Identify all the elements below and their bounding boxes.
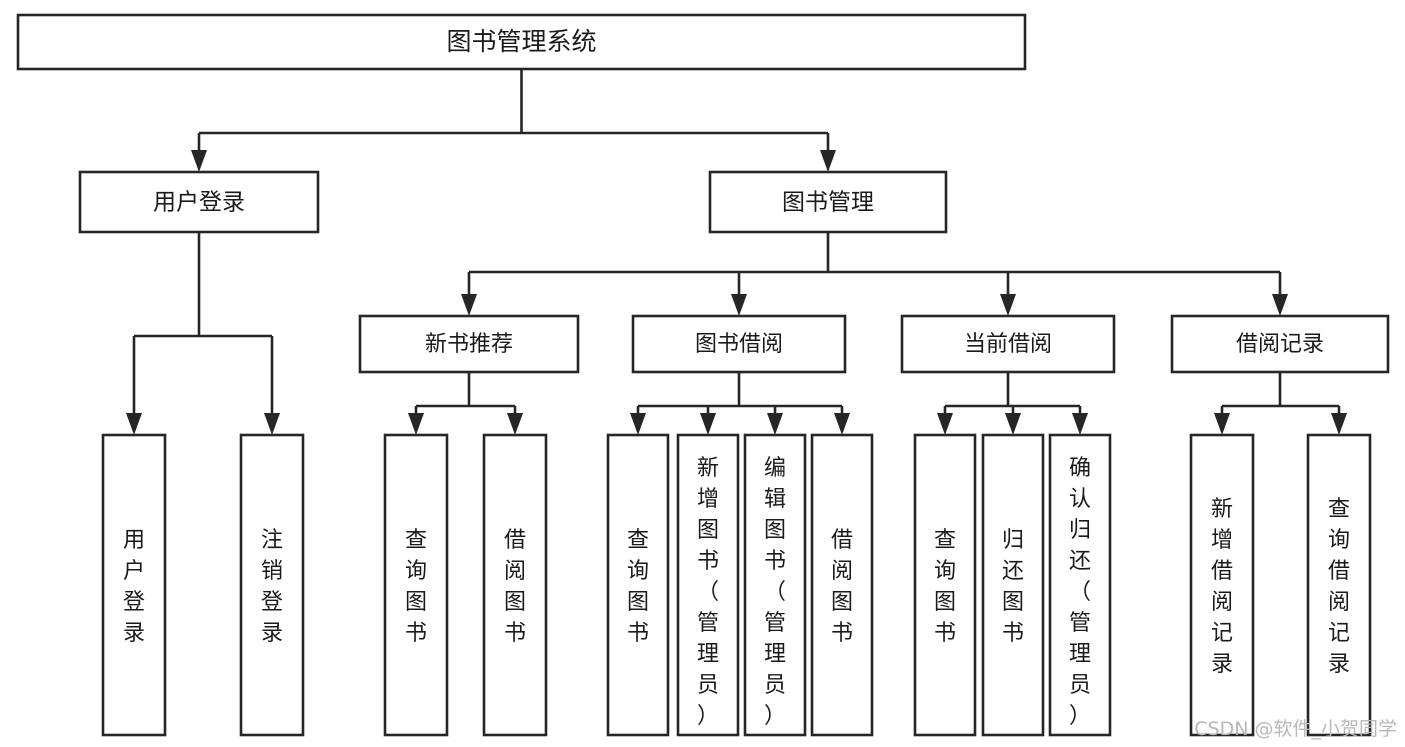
node-label-leaf-query-book-rec: 查询图书 <box>405 528 427 646</box>
node-label-current-borrow: 当前借阅 <box>964 332 1052 357</box>
arrow-head-icon <box>1072 413 1088 435</box>
node-box-user-login <box>78 170 320 234</box>
node-label-new-book-recommend: 新书推荐 <box>425 332 513 357</box>
node-box-leaf-borrow-book-rec <box>482 433 548 737</box>
node-label-leaf-add-book-admin: 新增图书（管理员） <box>697 456 719 729</box>
node-box-leaf-add-borrow-record <box>1189 433 1255 737</box>
node-borrow-record[interactable]: 借阅记录 <box>1170 314 1390 374</box>
node-leaf-borrow-book[interactable]: 借阅图书 <box>810 433 874 737</box>
connector-user-login <box>126 232 280 435</box>
node-leaf-borrow-book-rec[interactable]: 借阅图书 <box>482 433 548 737</box>
node-leaf-query-book-rec[interactable]: 查询图书 <box>383 433 449 737</box>
node-leaf-user-login[interactable]: 用户登录 <box>101 433 167 737</box>
node-label-leaf-query-book-current: 查询图书 <box>934 528 956 646</box>
node-label-leaf-logout: 注销登录 <box>261 528 283 646</box>
node-box-leaf-query-book-borrow <box>606 433 670 737</box>
arrow-head-icon <box>820 150 836 172</box>
node-label-book-borrow: 图书借阅 <box>695 332 783 357</box>
arrow-head-icon <box>630 413 646 435</box>
node-label-leaf-query-borrow-record: 查询借阅记录 <box>1328 497 1350 677</box>
node-box-new-book-recommend <box>358 314 580 374</box>
node-label-leaf-borrow-book: 借阅图书 <box>831 528 853 646</box>
node-book-borrow[interactable]: 图书借阅 <box>631 314 847 374</box>
node-leaf-query-borrow-record[interactable]: 查询借阅记录 <box>1306 433 1372 737</box>
arrow-head-icon <box>1272 294 1288 316</box>
arrow-head-icon <box>767 413 783 435</box>
node-root[interactable]: 图书管理系统 <box>16 13 1027 71</box>
node-leaf-logout[interactable]: 注销登录 <box>239 433 305 737</box>
node-box-leaf-user-login <box>101 433 167 737</box>
node-box-leaf-add-book-admin <box>676 433 740 737</box>
arrow-head-icon <box>700 413 716 435</box>
connector-layer <box>126 69 1347 435</box>
node-box-leaf-confirm-return-admin <box>1048 433 1112 737</box>
connector-new-book-recommend <box>408 372 523 435</box>
node-box-leaf-query-book-rec <box>383 433 449 737</box>
arrow-head-icon <box>408 413 424 435</box>
node-leaf-add-borrow-record[interactable]: 新增借阅记录 <box>1189 433 1255 737</box>
node-label-leaf-edit-book-admin: 编辑图书（管理员） <box>764 456 786 729</box>
node-leaf-add-book-admin[interactable]: 新增图书（管理员） <box>676 433 740 737</box>
arrow-head-icon <box>1214 413 1230 435</box>
node-leaf-return-book[interactable]: 归还图书 <box>981 433 1045 737</box>
node-label-leaf-user-login: 用户登录 <box>123 528 145 646</box>
node-box-leaf-borrow-book <box>810 433 874 737</box>
node-label-borrow-record: 借阅记录 <box>1236 332 1324 357</box>
node-box-leaf-logout <box>239 433 305 737</box>
node-label-leaf-borrow-book-rec: 借阅图书 <box>504 528 526 646</box>
arrow-head-icon <box>1000 294 1016 316</box>
arrow-head-icon <box>1005 413 1021 435</box>
node-box-root <box>16 13 1027 71</box>
connector-book-manage <box>461 232 1288 316</box>
connector-current-borrow <box>937 372 1088 435</box>
node-label-leaf-return-book: 归还图书 <box>1002 528 1024 646</box>
arrow-head-icon <box>1331 413 1347 435</box>
node-leaf-edit-book-admin[interactable]: 编辑图书（管理员） <box>743 433 807 737</box>
node-new-book-recommend[interactable]: 新书推荐 <box>358 314 580 374</box>
node-current-borrow[interactable]: 当前借阅 <box>900 314 1116 374</box>
node-label-leaf-add-borrow-record: 新增借阅记录 <box>1211 497 1233 677</box>
node-leaf-query-book-borrow[interactable]: 查询图书 <box>606 433 670 737</box>
node-book-manage[interactable]: 图书管理 <box>708 170 948 234</box>
connector-root <box>191 69 836 172</box>
connector-book-borrow <box>630 372 850 435</box>
connector-borrow-record <box>1214 372 1347 435</box>
arrow-head-icon <box>507 413 523 435</box>
arrow-head-icon <box>731 294 747 316</box>
node-user-login[interactable]: 用户登录 <box>78 170 320 234</box>
node-label-root: 图书管理系统 <box>446 27 596 56</box>
arrow-head-icon <box>937 413 953 435</box>
node-label-leaf-confirm-return-admin: 确认归还（管理员） <box>1069 456 1091 729</box>
node-label-leaf-query-book-borrow: 查询图书 <box>627 528 649 646</box>
node-box-leaf-edit-book-admin <box>743 433 807 737</box>
arrow-head-icon <box>461 294 477 316</box>
arrow-head-icon <box>126 413 142 435</box>
node-box-book-borrow <box>631 314 847 374</box>
arrow-head-icon <box>264 413 280 435</box>
node-leaf-confirm-return-admin[interactable]: 确认归还（管理员） <box>1048 433 1112 737</box>
node-box-leaf-query-borrow-record <box>1306 433 1372 737</box>
node-box-current-borrow <box>900 314 1116 374</box>
node-box-borrow-record <box>1170 314 1390 374</box>
node-label-user-login: 用户登录 <box>153 190 245 216</box>
node-box-leaf-return-book <box>981 433 1045 737</box>
arrow-head-icon <box>191 150 207 172</box>
node-leaf-query-book-current[interactable]: 查询图书 <box>913 433 977 737</box>
node-label-book-manage: 图书管理 <box>782 190 874 216</box>
node-box-book-manage <box>708 170 948 234</box>
node-box-leaf-query-book-current <box>913 433 977 737</box>
arrow-head-icon <box>834 413 850 435</box>
node-layer: 图书管理系统用户登录图书管理新书推荐图书借阅当前借阅借阅记录用户登录注销登录查询… <box>16 13 1390 737</box>
